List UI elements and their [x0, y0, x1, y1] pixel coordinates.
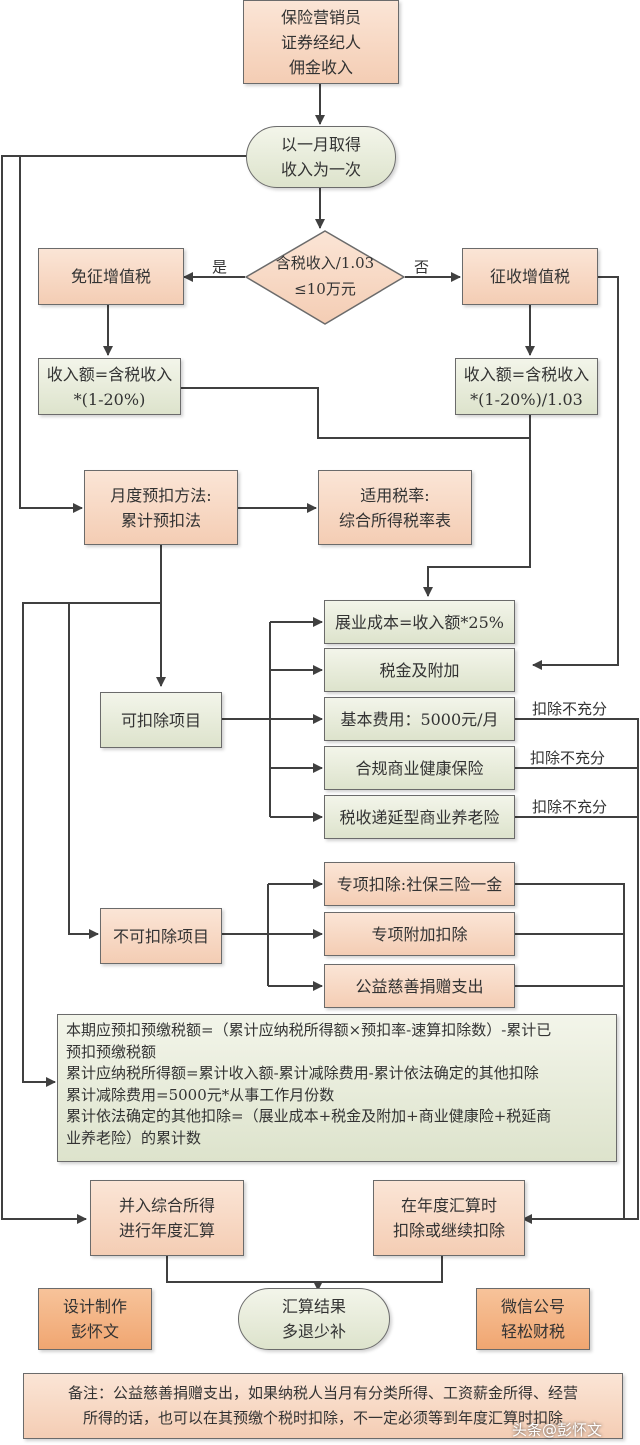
edge-annual-join: [166, 1256, 443, 1283]
edge-insufficient-1: [515, 718, 639, 1224]
note-line: 所得的话，也可以在其预缴个税时扣除，不一定必须等到年度汇算时扣除: [82, 1409, 563, 1427]
wechat-line-1: 微信公号: [500, 1297, 565, 1316]
start-line-1: 保险营销员: [280, 7, 361, 27]
monthly-node: 以一月取得 收入为一次: [246, 126, 396, 188]
note-box: 备注：公益慈善捐赠支出，如果纳税人当月有分类所得、工资薪金所得、经营 所得的话，…: [23, 1373, 623, 1439]
tax-rate-line-1: 适用税率:: [360, 485, 430, 505]
monthly-line-2: 收入为一次: [280, 160, 361, 179]
designer-line-2: 彭怀文: [70, 1322, 119, 1341]
insufficient-label: 扣除不充分: [530, 749, 606, 767]
formula-line: 累计应纳税所得额=累计收入额-累计减除费用-累计依法确定的其他扣除: [66, 1064, 539, 1082]
designer-line-1: 设计制作: [62, 1297, 127, 1316]
deductible-item: 税收递延型商业养老险: [324, 795, 515, 839]
wechat-credit: 微信公号 轻松财税: [476, 1288, 590, 1350]
start-line-2: 证券经纪人: [280, 32, 361, 52]
insufficient-label: 扣除不充分: [532, 798, 608, 816]
deductible-item: 基本费用：5000元/月: [324, 697, 515, 741]
income-levy-node: 收入额=含税收入 *(1-20%)/1.03: [455, 358, 598, 415]
non-deductible-item: 公益慈善捐赠支出: [324, 964, 515, 1008]
prededuct-line-2: 累计预扣法: [120, 510, 201, 530]
exempt-vat-node: 免征增值税: [38, 248, 184, 305]
income-levy-line-2: *(1-20%)/1.03: [470, 389, 583, 409]
result-node: 汇算结果 多退少补: [238, 1288, 390, 1350]
start-line-3: 佣金收入: [288, 57, 353, 77]
no-label: 否: [414, 258, 430, 276]
tax-rate-line-2: 综合所得税率表: [338, 510, 451, 530]
designer-credit: 设计制作 彭怀文: [38, 1288, 152, 1350]
deductible-item: 合规商业健康保险: [324, 746, 515, 790]
edge-levy-taxes: [532, 276, 619, 670]
prededuct-method-node: 月度预扣方法: 累计预扣法: [84, 470, 238, 545]
formula-line: 业养老险）的累计数: [66, 1128, 202, 1147]
tax-rate-node: 适用税率: 综合所得税率表: [318, 470, 472, 545]
deductible-item: 税金及附加: [324, 648, 515, 692]
income-exempt-line-1: 收入额=含税收入: [46, 364, 173, 384]
formula-line: 累计依法确定的其他扣除=（展业成本+税金及附加+商业健康险+税延商: [66, 1107, 552, 1125]
income-exempt-node: 收入额=含税收入 *(1-20%): [38, 358, 181, 415]
deductible-item: 展业成本=收入额*25%: [324, 600, 515, 644]
prededuct-line-1: 月度预扣方法:: [110, 485, 212, 505]
edge-income-levy-cost: [423, 415, 531, 597]
formula-box: 本期应预扣预缴税额=（累计应纳税所得额×预扣率-速算扣除数）-累计已 预扣预缴税…: [57, 1014, 617, 1162]
annual-deduct-line-1: 在年度汇算时: [400, 1196, 497, 1215]
non-deductible-item: 专项附加扣除: [324, 912, 515, 956]
decision-line-1: 含税收入/1.03: [275, 254, 375, 272]
edge-prededuct-split: [22, 602, 161, 1087]
formula-line: 累计减除费用=5000元*从事工作月份数: [66, 1085, 335, 1104]
wechat-line-2: 轻松财税: [500, 1322, 565, 1341]
result-line-1: 汇算结果: [281, 1297, 346, 1316]
monthly-line-1: 以一月取得: [280, 135, 361, 154]
annual-deduct-node: 在年度汇算时 扣除或继续扣除: [373, 1180, 525, 1256]
levy-vat-node: 征收增值税: [462, 248, 598, 305]
edge-nondeductible-annual: [515, 883, 625, 1219]
deductible-node: 可扣除项目: [100, 692, 222, 748]
formula-line: 本期应预扣预缴税额=（累计应纳税所得额×预扣率-速算扣除数）-累计已: [66, 1021, 552, 1039]
decision-text: 含税收入/1.03 ≤10万元: [245, 250, 405, 302]
yes-label: 是: [212, 258, 228, 276]
non-deductible-item: 专项扣除:社保三险一金: [324, 862, 515, 906]
income-exempt-line-2: *(1-20%): [73, 389, 146, 409]
income-levy-line-1: 收入额=含税收入: [463, 364, 590, 384]
edge-prededuct-nondeductible: [68, 603, 99, 939]
annual-merge-node: 并入综合所得 进行年度汇算: [90, 1180, 244, 1256]
non-deductible-node: 不可扣除项目: [100, 908, 222, 964]
annual-deduct-line-2: 扣除或继续扣除: [392, 1221, 505, 1240]
annual-merge-line-1: 并入综合所得: [118, 1196, 215, 1215]
annual-merge-line-2: 进行年度汇算: [118, 1221, 215, 1240]
formula-line: 预扣预缴税额: [66, 1042, 157, 1061]
edge-monthly-prededuct: [19, 156, 83, 513]
start-node: 保险营销员 证券经纪人 佣金收入: [243, 0, 399, 84]
insufficient-label: 扣除不充分: [532, 700, 608, 718]
decision-line-2: ≤10万元: [294, 280, 356, 298]
result-line-2: 多退少补: [281, 1322, 346, 1341]
edge-income-exempt-join: [181, 387, 530, 439]
note-line: 备注：公益慈善捐赠支出，如果纳税人当月有分类所得、工资薪金所得、经营: [67, 1384, 578, 1402]
edge-monthly-annual: [1, 155, 248, 1224]
watermark: 头条@彭怀文: [512, 1421, 603, 1439]
decision-node: [245, 230, 405, 325]
